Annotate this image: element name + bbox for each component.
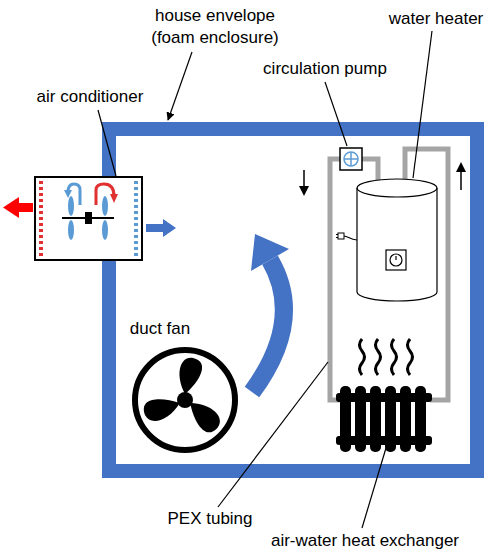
flow-arrow	[303, 170, 305, 188]
water-heater-tank	[357, 188, 437, 197]
air-conditioner	[102, 220, 108, 240]
radiator-fin	[400, 386, 411, 452]
pump-symbol	[340, 148, 362, 170]
fan-blade	[179, 358, 202, 394]
leader-line	[168, 52, 192, 120]
duct-fan	[140, 358, 224, 436]
air-conditioner	[35, 177, 142, 260]
air-conditioner	[68, 196, 74, 216]
leader-line	[98, 110, 116, 176]
leader-line	[98, 31, 432, 528]
pump-symbol	[340, 148, 362, 170]
leader-line	[362, 448, 386, 528]
flow-arrow	[460, 170, 462, 190]
leader-line	[413, 31, 432, 178]
radiator-fin	[340, 386, 351, 452]
air-conditioner	[134, 181, 138, 256]
air-conditioner	[35, 177, 142, 260]
air-conditioner	[68, 220, 74, 240]
cool-air-arrow	[163, 219, 176, 237]
callout-label: air conditioner	[20, 86, 160, 108]
callout-label: house envelope (foam enclosure)	[140, 5, 290, 49]
leader-line	[218, 362, 328, 507]
callout-label: duct fan	[115, 318, 205, 340]
airflow-arrow	[252, 260, 284, 392]
cool-air-arrow	[146, 224, 164, 232]
air-conditioner	[110, 194, 118, 203]
air-conditioner	[102, 196, 108, 216]
callout-label: circulation pump	[245, 58, 405, 80]
water-heater-tank	[336, 234, 338, 235]
pex-tubing	[330, 149, 448, 400]
pex-tubing	[362, 159, 378, 182]
callout-label: PEX tubing	[155, 508, 265, 530]
water-heater-tank	[336, 237, 338, 238]
pex-tubing	[330, 159, 341, 400]
radiator-fin	[370, 386, 381, 452]
heat-waves	[360, 339, 413, 375]
callout-label: water heater	[380, 8, 492, 30]
air-conditioner	[39, 181, 43, 256]
water-heater-tank	[336, 179, 437, 301]
flow-arrow	[456, 162, 466, 172]
water-heater-tank	[395, 256, 396, 260]
air-conditioner	[85, 212, 92, 224]
flow-arrow	[299, 186, 309, 196]
airflow-arrow	[251, 234, 289, 271]
heat-exchanger	[336, 386, 432, 452]
air-conditioner	[68, 184, 80, 205]
water-heater-tank	[338, 233, 344, 239]
heat-waves	[408, 339, 413, 375]
radiator-fin	[385, 386, 396, 452]
leader-line	[325, 82, 347, 146]
water-heater-tank	[344, 236, 357, 240]
cool-air-arrow	[146, 219, 176, 237]
air-conditioner	[64, 190, 72, 198]
duct-fan	[135, 350, 235, 450]
water-heater-tank	[357, 179, 437, 301]
pump-symbol	[344, 152, 358, 166]
water-heater-tank	[390, 254, 402, 266]
duct-fan	[135, 350, 235, 450]
exhaust-arrow	[3, 197, 19, 218]
callout-label: air-water heat exchanger	[240, 530, 490, 552]
fan-blade	[140, 388, 183, 426]
heat-waves	[360, 339, 365, 375]
exhaust-arrow	[18, 203, 33, 212]
radiator-fin	[355, 386, 366, 452]
pump-symbol	[344, 158, 358, 160]
airflow-arrow	[251, 234, 289, 392]
heat-waves	[392, 339, 397, 375]
radiator-fin	[415, 386, 426, 452]
water-heater-tank	[386, 250, 406, 270]
heat-waves	[376, 339, 381, 375]
house-envelope	[109, 129, 477, 471]
duct-fan	[177, 392, 193, 408]
exhaust-arrow	[3, 197, 33, 218]
